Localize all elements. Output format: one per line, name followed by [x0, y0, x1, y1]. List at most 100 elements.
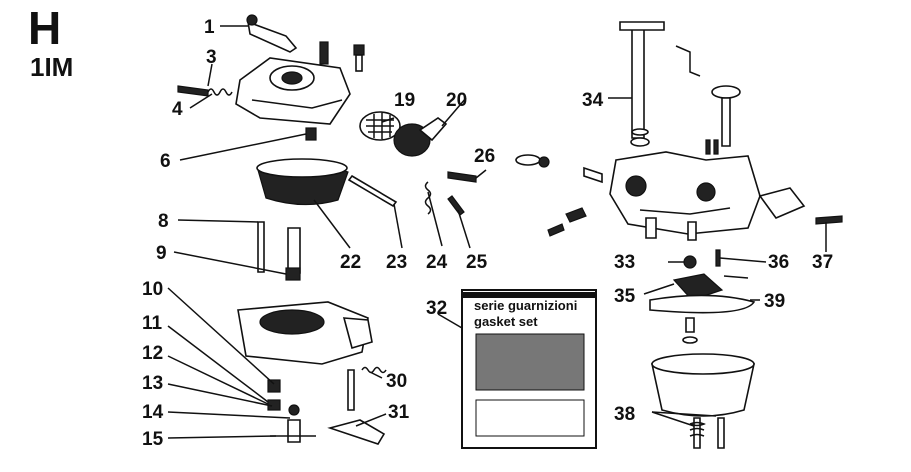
choke-lever — [246, 20, 298, 53]
float-bowl-rim — [651, 353, 755, 375]
float-pin — [347, 174, 398, 208]
drain-bolt — [287, 419, 301, 443]
throttle-lever — [327, 419, 386, 445]
body-ridge — [639, 207, 731, 215]
bowl-body-side — [342, 317, 373, 350]
side-flange-plate — [758, 187, 806, 219]
callout-4: 4 — [172, 99, 183, 120]
needle-seat — [683, 255, 697, 269]
lower-body-assembly — [237, 301, 387, 445]
choke-shaft — [721, 97, 731, 147]
throttle-shaft — [631, 25, 645, 139]
callout-1: 1 — [204, 17, 215, 38]
gasket-set-card: serie guarnizioni gasket set — [461, 289, 597, 449]
callout-33: 33 — [614, 252, 635, 273]
callout-31: 31 — [388, 402, 410, 423]
callout-12: 12 — [142, 343, 163, 364]
callout-35: 35 — [614, 286, 636, 307]
bowl-screw — [717, 417, 725, 449]
callout-32: 32 — [426, 298, 447, 319]
emulsion-tube — [257, 221, 265, 273]
gasket-card-top-band — [462, 292, 596, 298]
callout-24: 25 — [466, 252, 488, 273]
throttle-screw — [447, 195, 465, 216]
throttle-spring — [424, 181, 432, 215]
callout-26: 26 — [474, 146, 495, 167]
shaft-washer-2 — [630, 137, 650, 147]
body-port-2 — [696, 182, 716, 202]
filter-cover-spout — [418, 117, 448, 142]
callout-39: 39 — [764, 291, 785, 312]
gasket-card-window — [475, 333, 585, 391]
throttle-shaft-head — [619, 21, 665, 31]
callout-11: 11 — [142, 313, 163, 334]
callout-numbers: 1 3 4 6 8 9 10 11 12 13 14 15 19 20 22 2… — [142, 17, 833, 450]
screw-top — [319, 41, 329, 65]
gasket-card-lower-panel — [475, 399, 585, 437]
choke-lever-hub — [246, 14, 258, 26]
callout-10: 10 — [142, 279, 163, 300]
bowl-drain-spring — [689, 421, 706, 437]
callout-30: 30 — [386, 371, 407, 392]
body-port — [625, 175, 647, 197]
fuel-fitting-nut — [538, 156, 550, 168]
callout-3: 3 — [206, 47, 217, 68]
bowl-bolt — [685, 317, 695, 333]
air-filter-top — [256, 158, 348, 178]
pilot-screw — [815, 215, 843, 225]
diagram-model: 1IM — [30, 52, 73, 82]
float-pin-2 — [723, 275, 749, 279]
callout-8: 8 — [158, 211, 169, 232]
callout-36: 36 — [768, 252, 789, 273]
bowl-bolt-washer — [682, 336, 698, 344]
filter-cover — [393, 123, 431, 157]
callout-19: 19 — [394, 90, 415, 111]
choke-knob — [711, 85, 741, 99]
idle-spring — [207, 88, 233, 96]
callout-23: 23 — [386, 252, 407, 273]
bowl-body-chamber — [259, 309, 325, 335]
idle-jet-2 — [547, 223, 565, 237]
body-flange — [251, 99, 343, 109]
callout-25: 24 — [426, 252, 448, 273]
callout-38: 38 — [614, 404, 635, 425]
small-o-ring — [288, 404, 300, 416]
callout-15: 15 — [142, 429, 164, 450]
gasket-set-label-1: serie guarnizioni — [474, 298, 577, 313]
drain-nut — [267, 379, 281, 393]
body-boss — [645, 217, 657, 239]
callout-20: 20 — [446, 90, 467, 111]
throttle-wire-link — [675, 45, 701, 77]
venturi-bore — [281, 71, 303, 85]
idle-screw — [177, 85, 209, 97]
callout-6: 6 — [160, 151, 171, 172]
upper-body — [235, 57, 351, 125]
leader-lines — [167, 25, 827, 439]
callout-22: 22 — [340, 252, 361, 273]
screw-shank — [355, 54, 363, 72]
screw-head — [353, 44, 365, 56]
fuel-fitting — [515, 154, 541, 166]
idle-jet — [565, 207, 587, 223]
main-jet — [305, 127, 317, 141]
jet-holder-nut — [285, 267, 301, 281]
side-gasket — [583, 166, 603, 184]
right-assembly — [515, 21, 843, 449]
shaft-washer — [631, 128, 649, 136]
carburetor-main-body — [609, 151, 761, 235]
gasket-set-label-2: gasket set — [474, 314, 538, 329]
bowl-gasket — [649, 294, 756, 314]
callout-34: 34 — [582, 90, 604, 111]
upper-body-assembly — [177, 14, 398, 281]
callout-9: 9 — [156, 243, 167, 264]
callout-14: 14 — [142, 402, 164, 423]
diagram-letter: H — [28, 2, 61, 54]
body-boss-2 — [687, 221, 697, 241]
lever-shaft — [347, 369, 355, 411]
adjust-screw — [447, 171, 477, 183]
filter-screen-mesh — [366, 113, 394, 139]
filter-cover-assembly — [359, 111, 477, 216]
float — [672, 273, 724, 301]
callout-13: 13 — [142, 373, 163, 394]
